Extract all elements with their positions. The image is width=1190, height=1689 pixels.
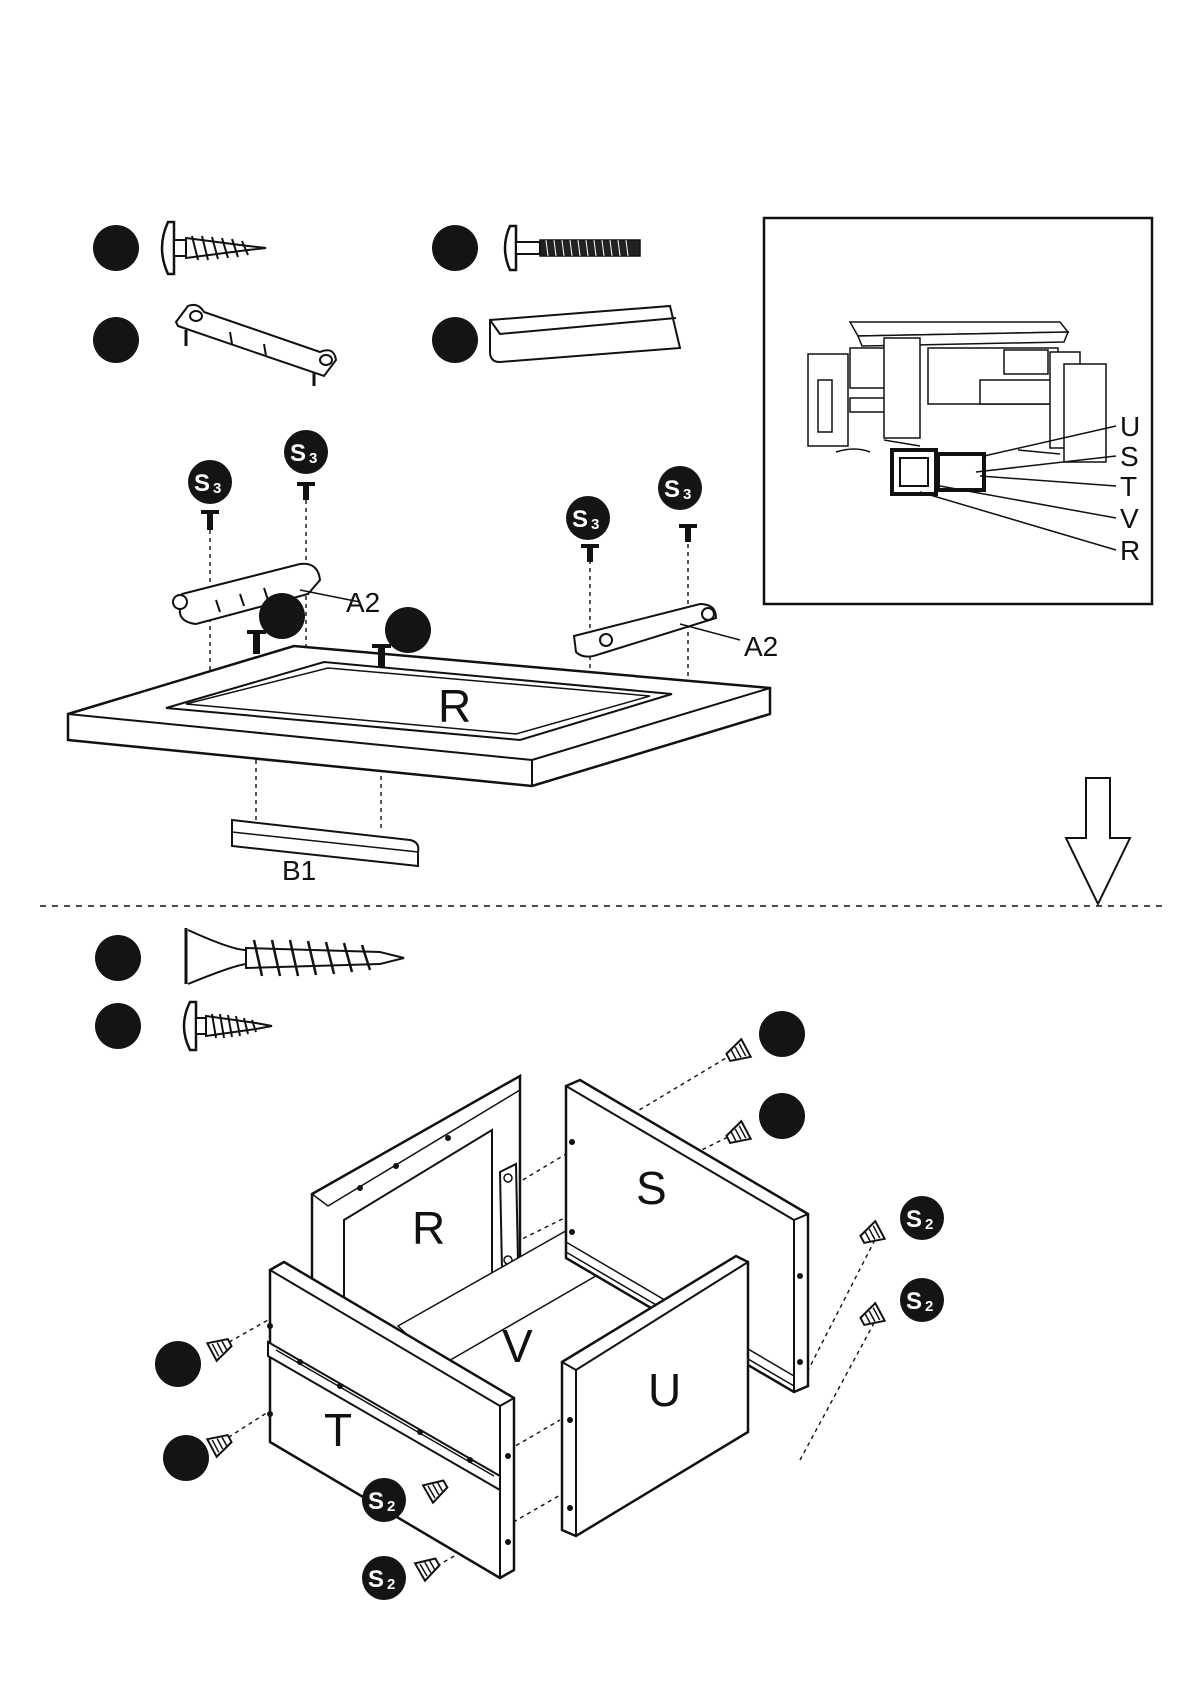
frame-label-r: R [438,680,471,732]
short-screw-icon [184,1002,272,1050]
screw-icon [162,222,266,274]
frame-assembly-step: R A2 A2 B1 S [68,430,778,886]
svg-text:3: 3 [213,480,221,497]
svg-text:S: S [906,1288,922,1315]
svg-text:S: S [906,1206,922,1233]
svg-text:3: 3 [591,516,599,533]
hardware-dot-10 [163,1435,209,1481]
screw-badge-s3-3: S 3 [566,496,610,540]
hardware-dot-a2 [259,593,305,639]
svg-text:2: 2 [925,1216,933,1233]
hardware-dot-7 [759,1011,805,1057]
screw-badge-s2-2: S 2 [900,1278,944,1322]
hardware-dot-8 [759,1093,805,1139]
svg-text:2: 2 [387,1498,395,1515]
screw-badge-s2-3: S 2 [362,1478,406,1522]
screw-badge-s3-2: S 3 [284,430,328,474]
screw-badge-s2-4: S 2 [362,1556,406,1600]
panel-label-t: T [324,1404,352,1456]
svg-text:S: S [368,1488,384,1515]
panel-label-s: S [636,1162,667,1214]
svg-text:S: S [368,1566,384,1593]
callout-v: V [1120,503,1139,534]
screw-badge-s3-4: S 3 [658,466,702,510]
svg-text:2: 2 [387,1576,395,1593]
panel-label-v: V [502,1320,533,1372]
hardware-dot-b1 [385,607,431,653]
bracket-icon [176,305,336,386]
svg-text:S: S [664,476,680,503]
callout-u: U [1120,411,1140,442]
hardware-dot-2 [432,225,478,271]
callout-r: R [1120,535,1140,566]
hardware-dot-1 [93,225,139,271]
svg-text:2: 2 [925,1298,933,1315]
panel-label-r: R [412,1202,445,1254]
callout-t: T [1120,471,1137,502]
svg-text:S: S [572,506,588,533]
panel-label-u: U [648,1364,681,1416]
svg-text:S: S [290,440,306,467]
down-arrow-icon [1066,778,1130,904]
rail-label-b1: B1 [282,855,316,886]
screw-badge-s3-1: S 3 [188,460,232,504]
bracket-label-a2-right: A2 [744,631,778,662]
hardware-legend-bottom [95,928,404,1050]
overview-diagram: U S T V R [764,218,1152,604]
hardware-legend-top [93,222,680,386]
svg-text:S: S [194,470,210,497]
svg-text:3: 3 [683,486,691,503]
hardware-dot-4 [432,317,478,363]
callout-s: S [1120,441,1139,472]
svg-text:3: 3 [309,450,317,467]
bolt-icon [505,226,640,270]
long-screw-icon [186,928,404,984]
hardware-dot-3 [93,317,139,363]
hardware-dot-9 [155,1341,201,1387]
drawer-assembly-step: R V S U [155,1011,944,1600]
bracket-label-a2-left: A2 [346,587,380,618]
hardware-dot-6 [95,1003,141,1049]
hardware-dot-5 [95,935,141,981]
screw-badge-s2-1: S 2 [900,1196,944,1240]
rail-icon [490,306,680,362]
